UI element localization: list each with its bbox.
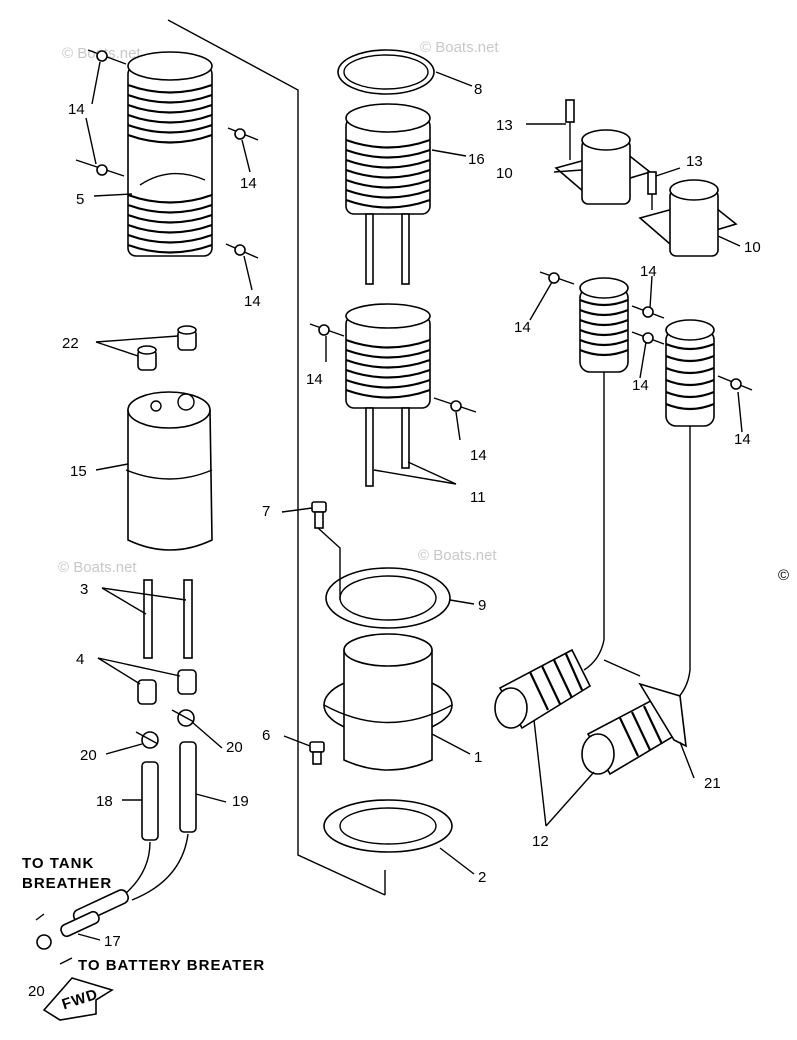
part-10-flange	[638, 179, 738, 257]
part-6-bolt	[309, 741, 325, 765]
callout-13: 13	[496, 117, 513, 134]
callout-20: 20	[226, 739, 243, 756]
part-19-hose	[131, 741, 197, 901]
part-15-cover	[125, 391, 213, 551]
callout-22: 22	[62, 335, 79, 352]
callout-16: 16	[468, 151, 485, 168]
hose-line	[671, 426, 691, 705]
callout-14: 14	[514, 319, 531, 336]
callout-20: 20	[80, 747, 97, 764]
part-9-gasket	[325, 567, 451, 629]
part-7-bolt	[311, 501, 327, 529]
clamp-14	[309, 323, 345, 337]
callout-5: 5	[76, 191, 84, 208]
note-battery-breather: TO BATTERY BREATER	[78, 957, 265, 974]
part-13-bolt	[647, 171, 657, 210]
boot-upper-right	[665, 319, 715, 427]
part-2-gasket	[323, 799, 453, 853]
part-10-flange	[554, 129, 652, 205]
callout-6: 6	[262, 727, 270, 744]
part-17-joint	[35, 889, 129, 965]
part-16-tube	[345, 103, 431, 215]
callout-9: 9	[478, 597, 486, 614]
clamp-14	[631, 305, 665, 319]
clamp-14	[227, 127, 259, 141]
clamp-14	[717, 375, 753, 391]
watermark: © Boats.net	[58, 559, 137, 576]
clamp-14	[225, 243, 259, 259]
part-18-hose	[109, 761, 159, 906]
callout-20: 20	[28, 983, 45, 1000]
part-8-ring	[337, 49, 435, 95]
callout-13: 13	[686, 153, 703, 170]
part-13-bolt	[565, 99, 575, 160]
callout-14: 14	[734, 431, 751, 448]
part-1-housing	[323, 633, 453, 771]
callout-15: 15	[70, 463, 87, 480]
assembly-bracket	[167, 19, 386, 896]
callout-14: 14	[632, 377, 649, 394]
callout-14: 14	[470, 447, 487, 464]
part-21-bracket	[603, 659, 687, 748]
callout-14: 14	[68, 101, 85, 118]
clamp-14	[433, 397, 477, 413]
callout-10: 10	[744, 239, 761, 256]
part-12-boot	[494, 648, 592, 730]
hose-line	[583, 372, 605, 671]
callout-4: 4	[76, 651, 84, 668]
watermark: © Boats.net	[420, 39, 499, 56]
callout-8: 8	[474, 81, 482, 98]
callout-21: 21	[704, 775, 721, 792]
note-tank-breather-line2: BREATHER	[22, 875, 112, 892]
clamp-14	[75, 159, 125, 177]
callout-14: 14	[240, 175, 257, 192]
callout-17: 17	[104, 933, 121, 950]
callout-14: 14	[306, 371, 323, 388]
part-20-clip	[171, 709, 195, 727]
callout-19: 19	[232, 793, 249, 810]
clamp-14	[631, 331, 665, 345]
clamp-14	[87, 49, 127, 65]
part-11-tube	[345, 213, 431, 487]
callout-12: 12	[532, 833, 549, 850]
part-20-clip	[135, 731, 159, 749]
fwd-arrow	[42, 977, 114, 1021]
callout-7: 7	[262, 503, 270, 520]
watermark: © Boats.net	[418, 547, 497, 564]
callout-14: 14	[244, 293, 261, 310]
leader-lines	[77, 61, 743, 941]
callout-3: 3	[80, 581, 88, 598]
clamp-14	[539, 271, 575, 285]
part-5-corrugated-tube	[127, 51, 213, 257]
callout-18: 18	[96, 793, 113, 810]
callout-2: 2	[478, 869, 486, 886]
callout-11: 11	[470, 489, 486, 506]
callout-14: 14	[640, 263, 657, 280]
part-3-pipes	[143, 579, 193, 659]
callout-10: 10	[496, 165, 513, 182]
callout-1: 1	[474, 749, 482, 766]
part-22-caps	[137, 325, 197, 371]
watermark-symbol: ©	[778, 567, 789, 584]
boot-upper-left	[579, 277, 629, 373]
part-4-caps	[137, 669, 197, 705]
note-tank-breather-line1: TO TANK	[22, 855, 94, 872]
